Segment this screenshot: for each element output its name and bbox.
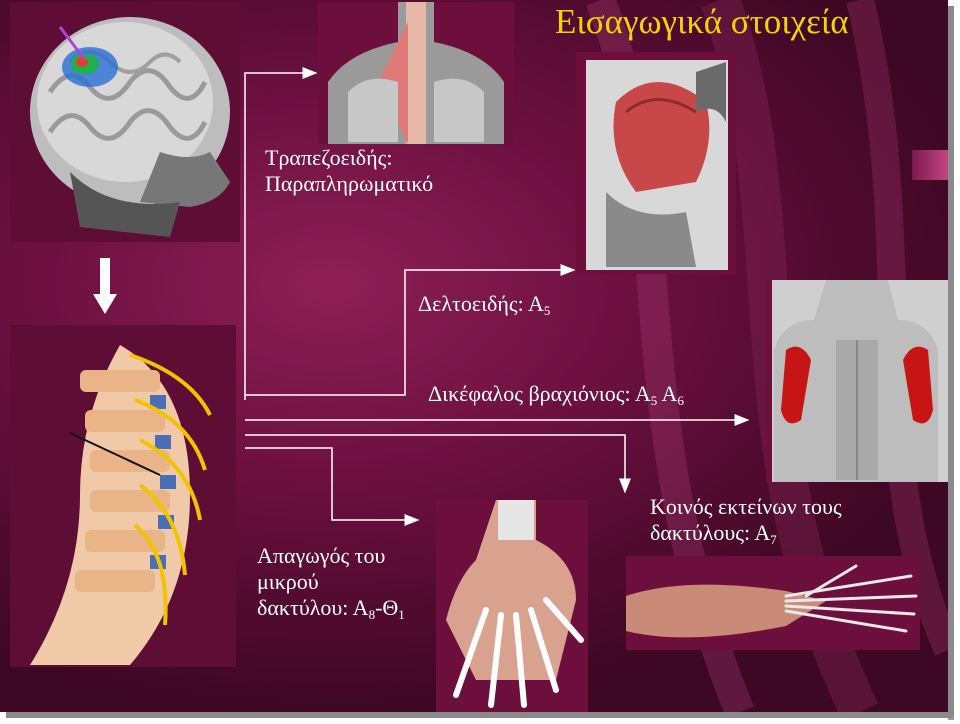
abductor-label-line1: Απαγωγός του [257,543,405,569]
deltoid-label-text: Δελτοειδής: Α [418,291,544,316]
trapezius-label-line1: Τραπεζοειδής: [265,145,433,171]
connector-arrows [0,0,948,712]
extensor-label-line1: Κοινός εκτείνων τους [650,494,842,520]
extensor-label-sub: 7 [770,532,777,547]
trapezius-label: Τραπεζοειδής: Παραπληρωματικό [265,145,433,197]
slide: Εισαγωγικά στοιχεία [0,0,948,712]
abductor-label-mid: -Θ [375,595,398,620]
trapezius-label-line2: Παραπληρωματικό [265,171,433,197]
biceps-label-mid: Α [657,381,677,406]
biceps-label-text: Δικέφαλος βραχιόνιος: Α [428,381,651,406]
abductor-label-sub2: 1 [398,607,405,622]
abductor-label: Απαγωγός του μικρού δακτύλου: Α8-Θ1 [257,543,405,628]
decorative-accent [912,150,948,180]
extensor-label: Κοινός εκτείνων τους δακτύλους: Α7 [650,494,842,553]
extensor-label-line2: δακτύλους: Α [650,520,770,545]
biceps-label: Δικέφαλος βραχιόνιος: Α5 Α6 [428,381,684,414]
deltoid-label-sub: 5 [544,303,551,318]
biceps-label-sub2: 6 [677,393,684,408]
deltoid-label: Δελτοειδής: Α5 [418,291,550,324]
abductor-label-line2: μικρού [257,569,405,595]
down-arrow-icon [93,258,117,314]
abductor-label-line3: δακτύλου: Α [257,595,369,620]
